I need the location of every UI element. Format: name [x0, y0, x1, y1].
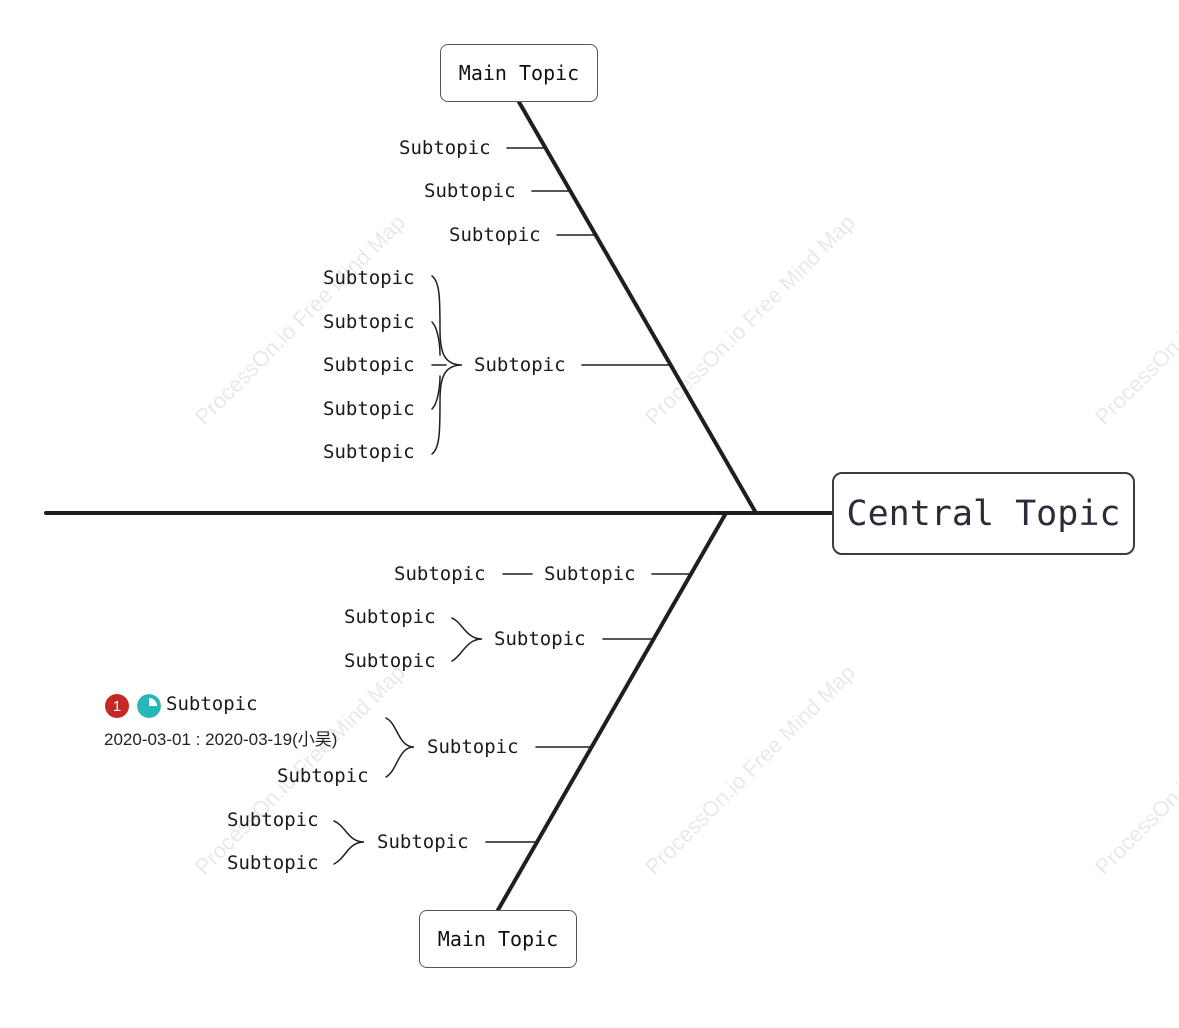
brace	[431, 321, 441, 356]
main-topic-label: Main Topic	[458, 61, 580, 85]
main-topic-bottom[interactable]: Main Topic	[419, 910, 577, 968]
subtopic-child[interactable]: Subtopic	[166, 693, 258, 715]
subtopic-child[interactable]: Subtopic	[227, 809, 319, 831]
brace	[431, 375, 441, 410]
subtopic-child[interactable]: Subtopic	[323, 398, 415, 420]
subtopic[interactable]: Subtopic	[474, 354, 566, 376]
top-branch-line	[517, 100, 758, 515]
subtopic[interactable]: Subtopic	[544, 563, 636, 585]
subtopic[interactable]: Subtopic	[449, 224, 541, 246]
bottom-branch-line	[496, 511, 728, 912]
subtopic[interactable]: Subtopic	[399, 137, 491, 159]
subtopic[interactable]: Subtopic	[377, 831, 469, 853]
subtopic-child[interactable]: Subtopic	[323, 311, 415, 333]
subtopic-child[interactable]: Subtopic	[344, 650, 436, 672]
subtopic[interactable]: Subtopic	[494, 628, 586, 650]
brace	[333, 820, 365, 865]
subtopic-child[interactable]: Subtopic	[323, 267, 415, 289]
main-topic-label: Main Topic	[437, 927, 559, 951]
quarter-progress-icon	[137, 694, 161, 718]
central-topic[interactable]: Central Topic	[832, 472, 1135, 555]
subtopic[interactable]: Subtopic	[424, 180, 516, 202]
brace	[431, 275, 463, 455]
subtopic-child[interactable]: Subtopic	[323, 354, 415, 376]
subtopic-child[interactable]: Subtopic	[394, 563, 486, 585]
subtopic-child[interactable]: Subtopic	[277, 765, 369, 787]
task-date-note: 2020-03-01 : 2020-03-19(小吴)	[104, 730, 338, 749]
subtopic-child[interactable]: Subtopic	[227, 852, 319, 874]
subtopic-child[interactable]: Subtopic	[344, 606, 436, 628]
brace	[451, 617, 483, 662]
subtopic[interactable]: Subtopic	[427, 736, 519, 758]
priority-badge-icon: 1	[105, 694, 129, 718]
main-topic-top[interactable]: Main Topic	[440, 44, 598, 102]
central-topic-label: Central Topic	[846, 493, 1121, 534]
subtopic-child[interactable]: Subtopic	[323, 441, 415, 463]
brace	[385, 717, 415, 778]
